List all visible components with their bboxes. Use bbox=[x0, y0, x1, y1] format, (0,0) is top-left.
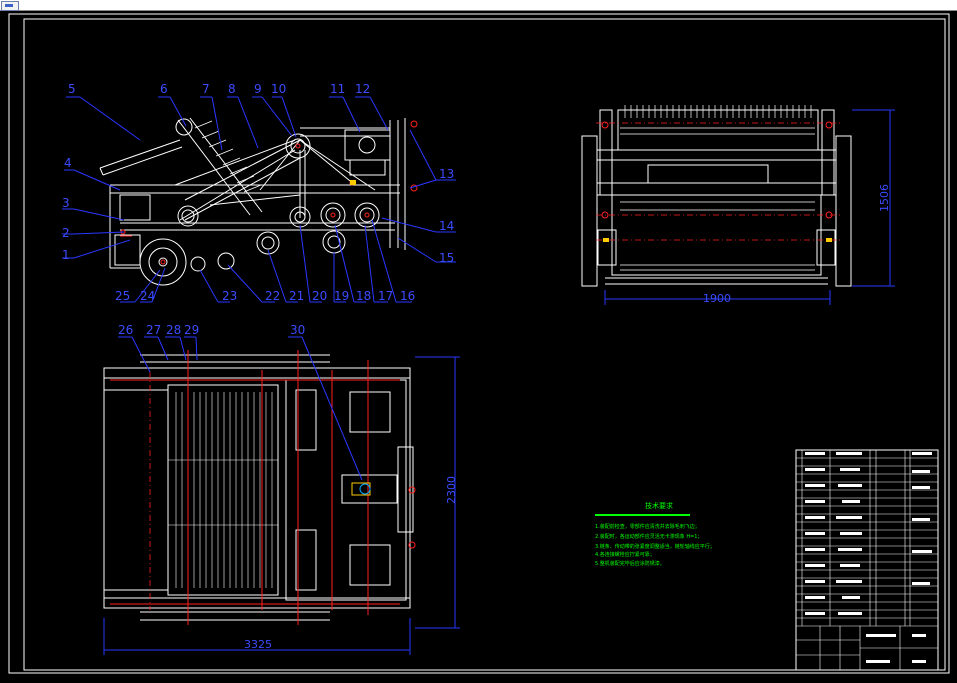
part-label: 16 bbox=[400, 289, 415, 303]
side-view bbox=[99, 117, 418, 286]
parts-list bbox=[795, 449, 939, 671]
part-label: 2 bbox=[62, 226, 70, 240]
cad-drawing-canvas[interactable]: 5 6 7 8 9 10 11 12 13 4 3 2 1 14 15 25 2… bbox=[0, 11, 957, 683]
tech-line: 3.链条、传动带的张紧度调整适当，链轮轴线应平行； bbox=[595, 543, 715, 550]
part-label: 6 bbox=[160, 82, 168, 96]
part-label: 27 bbox=[146, 323, 161, 337]
part-label: 7 bbox=[202, 82, 210, 96]
tech-line: 5.整机装配完毕后应涂防锈漆。 bbox=[595, 560, 665, 567]
dim-top-height: 2300 bbox=[445, 476, 458, 504]
top-view bbox=[103, 350, 416, 625]
outer-frame bbox=[8, 13, 950, 674]
part-label: 5 bbox=[68, 82, 76, 96]
side-leaders bbox=[62, 96, 456, 303]
part-label: 14 bbox=[439, 219, 454, 233]
tech-line: 1.装配前检查，零部件应清洗并去除毛刺飞边； bbox=[595, 523, 700, 530]
part-label: 25 bbox=[115, 289, 130, 303]
part-label: 15 bbox=[439, 251, 454, 265]
part-label: 18 bbox=[356, 289, 371, 303]
part-label: 9 bbox=[254, 82, 262, 96]
part-label: 20 bbox=[312, 289, 327, 303]
part-label: 22 bbox=[265, 289, 280, 303]
part-label: 17 bbox=[378, 289, 393, 303]
dim-side-height: 1506 bbox=[878, 184, 891, 212]
app-icon[interactable] bbox=[1, 1, 19, 11]
front-view bbox=[581, 105, 852, 287]
part-label: 11 bbox=[330, 82, 345, 96]
part-label: 1 bbox=[62, 248, 70, 262]
tech-title: 技术要求 bbox=[645, 501, 673, 510]
part-label: 10 bbox=[271, 82, 286, 96]
part-label: 21 bbox=[289, 289, 304, 303]
tech-requirements: 技术要求 1.装配前检查，零部件应清洗并去除毛刺飞边； 2.装配时，各运动部件应… bbox=[595, 501, 715, 567]
part-label: 4 bbox=[64, 156, 72, 170]
part-label: 28 bbox=[166, 323, 181, 337]
part-label: 3 bbox=[62, 196, 70, 210]
inner-frame bbox=[23, 18, 946, 671]
part-label: 30 bbox=[290, 323, 305, 337]
part-label: 8 bbox=[228, 82, 236, 96]
front-dims bbox=[604, 109, 895, 305]
part-label: 29 bbox=[184, 323, 199, 337]
part-label: 24 bbox=[140, 289, 155, 303]
drawing-svg: 5 6 7 8 9 10 11 12 13 4 3 2 1 14 15 25 2… bbox=[8, 13, 950, 674]
dim-top-width: 3325 bbox=[244, 638, 272, 651]
dim-side-width: 1900 bbox=[703, 292, 731, 305]
part-label: 12 bbox=[355, 82, 370, 96]
part-label: 26 bbox=[118, 323, 133, 337]
part-label: 23 bbox=[222, 289, 237, 303]
part-label: 19 bbox=[334, 289, 349, 303]
part-label: 13 bbox=[439, 167, 454, 181]
window-top-bar bbox=[0, 0, 957, 11]
top-leaders bbox=[103, 336, 460, 655]
tech-line: 2.装配时，各运动部件应灵活无卡滞现象 H=1； bbox=[595, 533, 703, 540]
tech-line: 4.各连接螺栓应拧紧可靠； bbox=[595, 551, 655, 558]
